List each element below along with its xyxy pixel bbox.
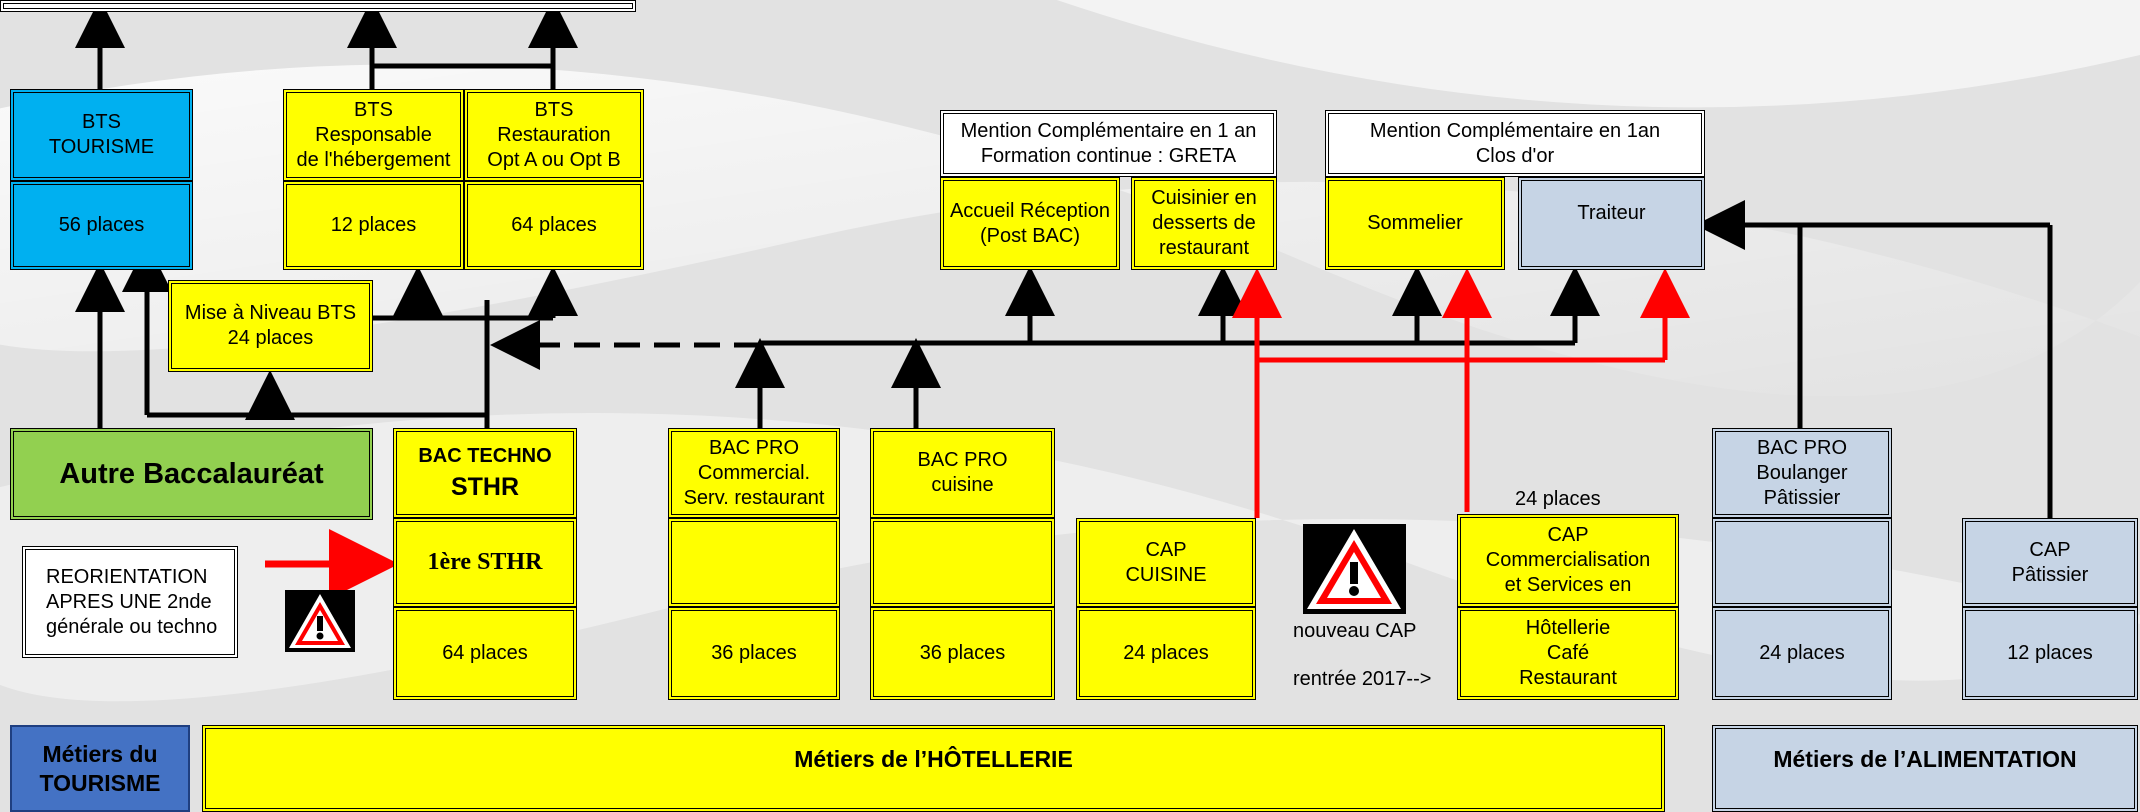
mc-greta-title: Mention Complémentaire en 1 an Formation… — [940, 110, 1277, 177]
metiers-tourisme-label: Métiers du TOURISME — [10, 725, 190, 812]
bac-techno-box: BAC TECHNO STHR — [393, 428, 577, 518]
nouveau-cap-label: nouveau CAP — [1293, 620, 1417, 642]
cap-patissier-places: 12 places — [1962, 607, 2138, 700]
bac-techno-sub: STHR — [450, 473, 520, 501]
bts-tourisme-title: BTS TOURISME — [10, 89, 193, 181]
premiere-sthr: 1ère STHR — [393, 518, 577, 607]
mc-sommelier: Sommelier — [1325, 177, 1505, 270]
cap-cuisine-title: CAP CUISINE — [1076, 518, 1256, 607]
bac-techno-places: 64 places — [393, 607, 577, 700]
bacpro-commercial-title: BAC PRO Commercial. Serv. restaurant — [668, 428, 840, 518]
bacpro-cuisine-places: 36 places — [870, 607, 1055, 700]
mc-traiteur: Traiteur — [1518, 177, 1705, 270]
bacpro-boulanger-middle — [1712, 518, 1892, 607]
bacpro-commercial-middle — [668, 518, 840, 607]
bacpro-commercial-places: 36 places — [668, 607, 840, 700]
cap-commercialisation-places: 24 places — [1515, 488, 1601, 510]
bacpro-boulanger-places: 24 places — [1712, 607, 1892, 700]
metiers-hotellerie-label: Métiers de l’HÔTELLERIE — [202, 725, 1665, 812]
bacpro-cuisine-title: BAC PRO cuisine — [870, 428, 1055, 518]
warning-icon — [1303, 524, 1406, 614]
mc-accueil-reception: Accueil Réception (Post BAC) — [940, 177, 1120, 270]
warning-icon — [285, 590, 355, 652]
bts-hebergement-places: 12 places — [283, 181, 464, 270]
cap-commercialisation-title: CAP Commercialisation et Services en — [1457, 514, 1679, 607]
bac-techno-title: BAC TECHNO — [418, 445, 552, 467]
bts-tourisme-places: 56 places — [10, 181, 193, 270]
cap-cuisine-places: 24 places — [1076, 607, 1256, 700]
bts-restauration-places: 64 places — [464, 181, 644, 270]
autre-baccalaureat: Autre Baccalauréat — [10, 428, 373, 520]
bts-restauration-title: BTS Restauration Opt A ou Opt B — [464, 89, 644, 181]
bacpro-boulanger-title: BAC PRO Boulanger Pâtissier — [1712, 428, 1892, 518]
bts-hebergement-title: BTS Responsable de l'hébergement — [283, 89, 464, 181]
reorientation-box: REORIENTATION APRES UNE 2nde générale ou… — [22, 546, 238, 658]
mise-a-niveau-bts: Mise à Niveau BTS 24 places — [168, 280, 373, 372]
cap-patissier-title: CAP Pâtissier — [1962, 518, 2138, 607]
mc-clos-dor-title: Mention Complémentaire en 1an Clos d'or — [1325, 110, 1705, 177]
metiers-alimentation-label: Métiers de l’ALIMENTATION — [1712, 725, 2138, 812]
bacpro-cuisine-middle — [870, 518, 1055, 607]
rentree-2017-label: rentrée 2017--> — [1293, 668, 1432, 690]
mc-cuisinier-desserts: Cuisinier en desserts de restaurant — [1131, 177, 1277, 270]
cap-commercialisation-sub: Hôtellerie Café Restaurant — [1457, 607, 1679, 700]
top-box — [0, 0, 636, 12]
